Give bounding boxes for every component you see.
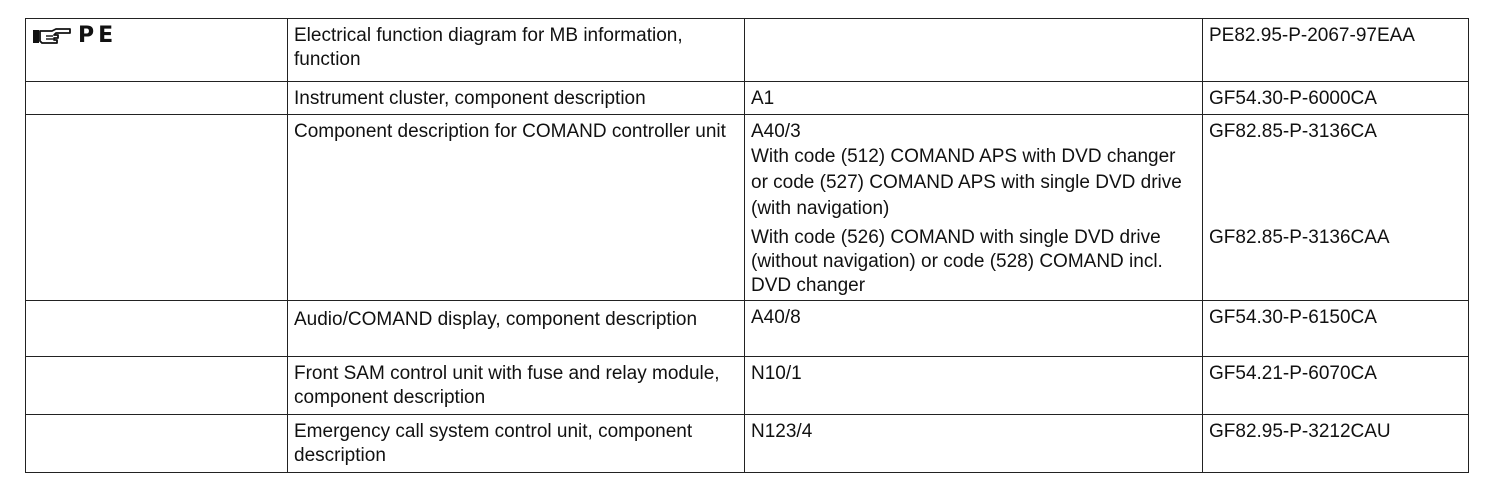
pe-cell: PE [25, 18, 288, 82]
doc-title: Emergency call system control unit, comp… [287, 414, 745, 473]
table-row: Emergency call system control unit, comp… [25, 414, 1469, 473]
doc-title: Front SAM control unit with fuse and rel… [287, 356, 745, 415]
reference-table: PE Electrical function diagram for MB in… [25, 18, 1469, 473]
component-code: N10/1 [744, 356, 1203, 415]
reference-link[interactable]: GF82.85-P-3136CAA [1209, 227, 1390, 248]
component-code [744, 18, 1203, 82]
variant-condition: With code (526) COMAND with single DVD d… [751, 227, 1163, 296]
table-row: Component description for COMAND control… [25, 114, 1469, 301]
table-row: Front SAM control unit with fuse and rel… [25, 356, 1469, 415]
reference-link[interactable]: GF54.21-P-6070CA [1202, 356, 1469, 415]
reference-cell: GF82.85-P-3136CA GF82.85-P-3136CAA [1202, 114, 1469, 301]
empty-cell [25, 81, 288, 115]
component-code: A40/8 [744, 300, 1203, 357]
empty-cell [25, 300, 288, 357]
empty-cell [25, 114, 288, 301]
component-code: A40/3 [751, 121, 801, 142]
table-row: Audio/COMAND display, component descript… [25, 300, 1469, 357]
empty-cell [25, 414, 288, 473]
reference-link[interactable]: GF82.85-P-3136CA [1209, 121, 1377, 142]
component-cell: A40/3 With code (512) COMAND APS with DV… [744, 114, 1203, 301]
pe-label: PE [78, 23, 118, 48]
table-row: PE Electrical function diagram for MB in… [25, 18, 1469, 82]
reference-link[interactable]: GF82.95-P-3212CAU [1202, 414, 1469, 473]
doc-title: Electrical function diagram for MB infor… [287, 18, 745, 82]
spacer [1209, 144, 1462, 226]
reference-link[interactable]: GF54.30-P-6000CA [1202, 81, 1469, 115]
variant-condition: With code (512) COMAND APS with DVD chan… [751, 146, 1182, 219]
doc-title: Audio/COMAND display, component descript… [287, 300, 745, 357]
component-code: A1 [744, 81, 1203, 115]
table-row: Instrument cluster, component descriptio… [25, 81, 1469, 115]
pointing-hand-icon [33, 28, 71, 44]
component-code: N123/4 [744, 414, 1203, 473]
reference-link[interactable]: GF54.30-P-6150CA [1202, 300, 1469, 357]
doc-title: Instrument cluster, component descriptio… [287, 81, 745, 115]
doc-title: Component description for COMAND control… [287, 114, 745, 301]
empty-cell [25, 356, 288, 415]
reference-link[interactable]: PE82.95-P-2067-97EAA [1202, 18, 1469, 82]
